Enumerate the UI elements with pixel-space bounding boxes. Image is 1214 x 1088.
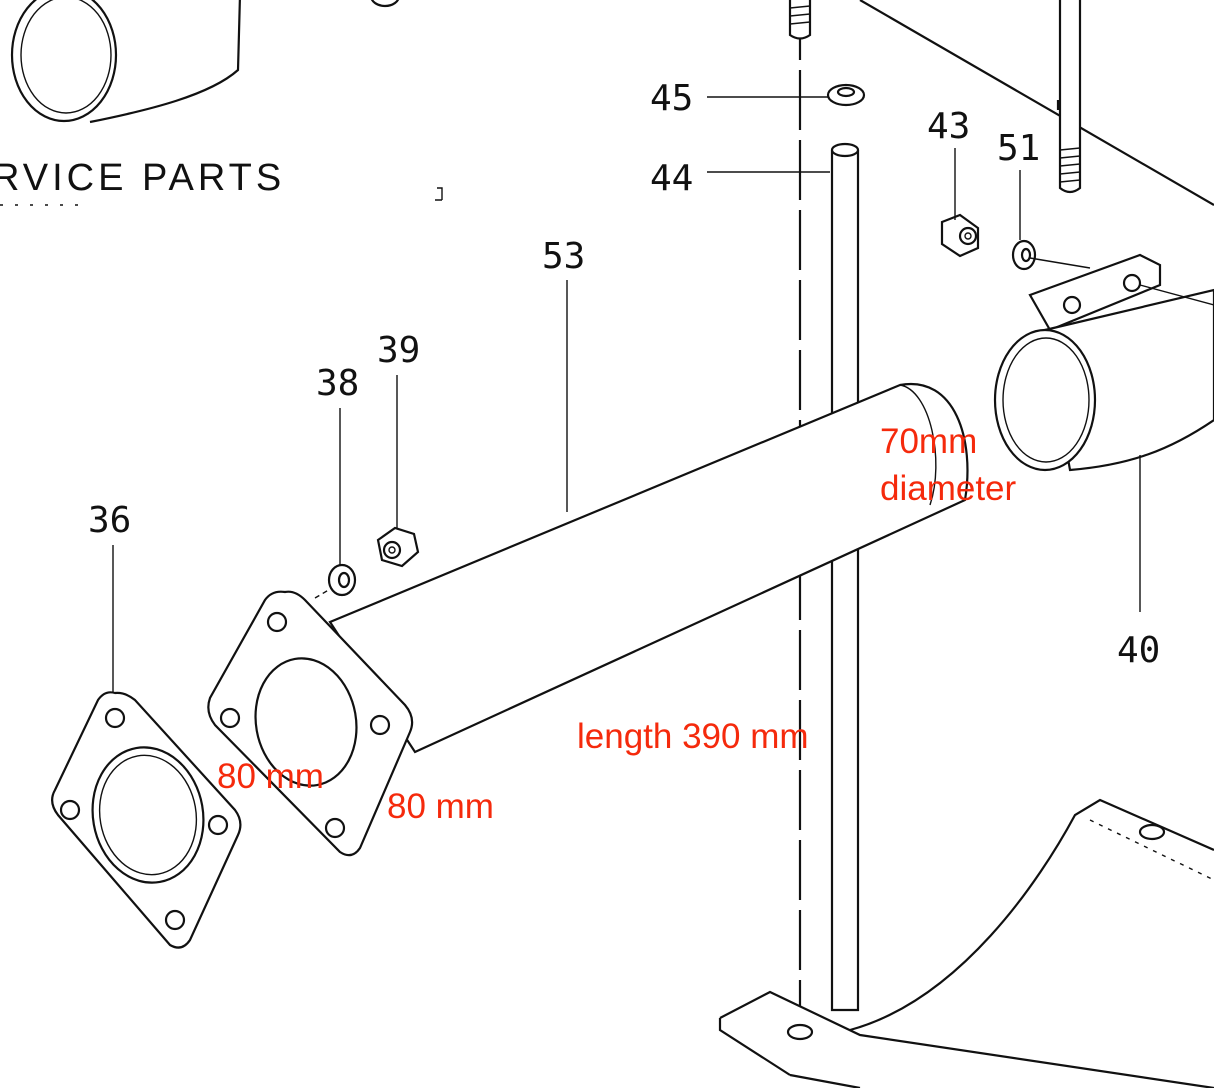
part-number-40: 40 [1117, 630, 1160, 671]
tube-flange [207, 590, 414, 857]
part-number-53: 53 [542, 236, 585, 277]
leader-lines [112, 96, 1141, 692]
part-number-39: 39 [377, 330, 420, 371]
corner-mark [435, 187, 443, 201]
frame-edge [859, 0, 1214, 206]
nut-43 [940, 213, 980, 258]
top-left-cylinder [10, 0, 400, 124]
part-number-44: 44 [650, 158, 693, 199]
section-header: RVICE PARTS [0, 157, 285, 199]
bracket-bottom-right [718, 798, 1214, 1088]
washer-38 [314, 563, 357, 599]
part-number-45: 45 [650, 78, 693, 119]
part-number-51: 51 [997, 128, 1040, 169]
annotation-flange-width: 80 mm [217, 757, 324, 796]
nut-39 [376, 526, 420, 568]
washer-45 [826, 83, 866, 107]
annotation-length: length 390 mm [577, 717, 809, 756]
threaded-stud-top [788, 0, 812, 40]
gasket-36 [51, 691, 242, 949]
part-number-43: 43 [927, 106, 970, 147]
clamp-40 [993, 253, 1214, 472]
annotation-diameter-value: 70mm [880, 422, 977, 461]
annotation-flange-height: 80 mm [387, 787, 494, 826]
annotation-diameter-label: diameter [880, 469, 1017, 508]
washer-51 [1011, 239, 1091, 271]
bolt-top-right [1058, 0, 1082, 194]
part-number-38: 38 [316, 363, 359, 404]
pole-44 [830, 142, 860, 1012]
part-number-36: 36 [88, 500, 131, 541]
tube-53 [328, 382, 969, 754]
